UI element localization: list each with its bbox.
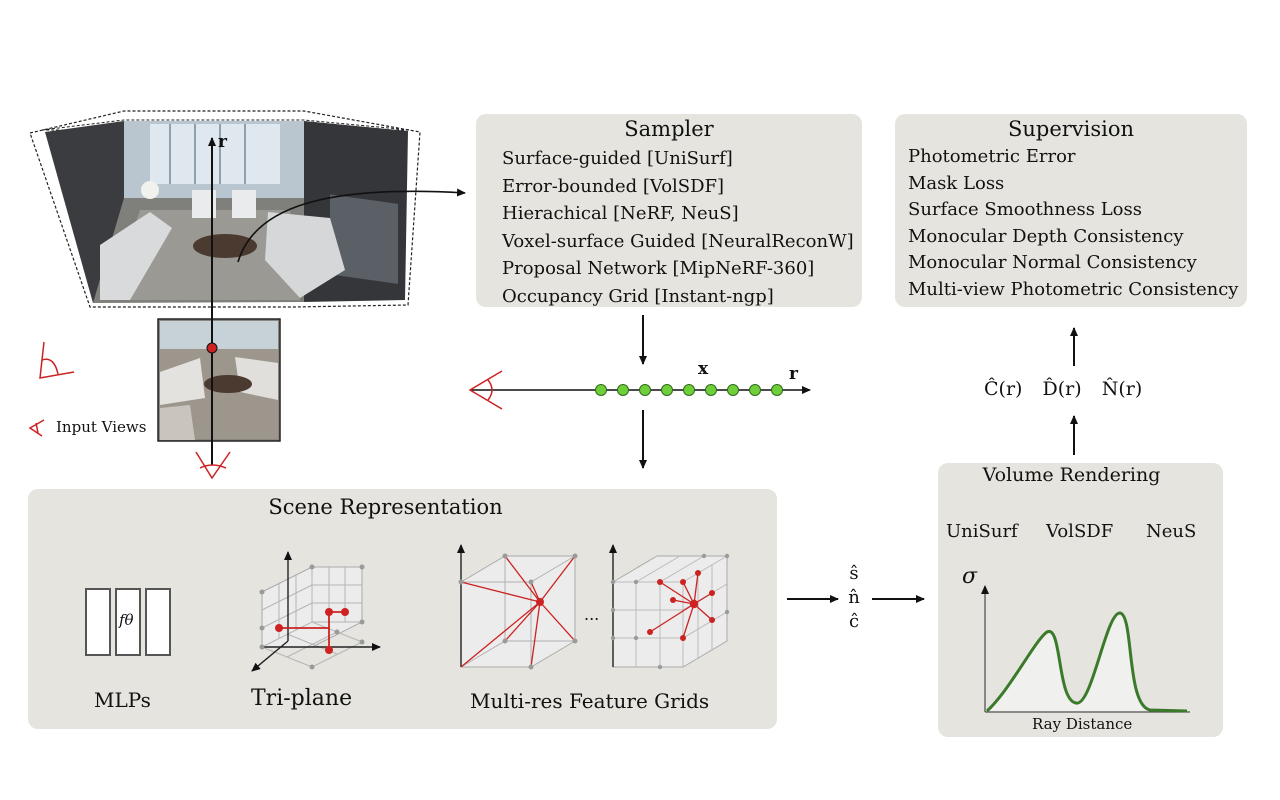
sample-point [595,384,607,396]
density-axis-label: σ [962,564,978,589]
sampler-item: Voxel-surface Guided [NeuralReconW] [502,230,854,252]
fine-feature-grid [609,544,730,670]
room-image [45,121,408,303]
supervision-title: Supervision [1007,117,1135,141]
output-color: Ĉ(r) [984,378,1023,400]
sample-point [661,384,673,396]
ray-eye-icon [468,370,503,410]
sample-point [771,384,783,396]
sample-point [749,384,761,396]
sampler-list: Surface-guided [UniSurf] Error-bounded [… [502,145,854,310]
method-unisurf: UniSurf [946,521,1018,542]
mlp-blocks [85,588,171,656]
ray-point-label: x [698,359,709,379]
supervision-item: Multi-view Photometric Consistency [908,278,1239,300]
ray-distance-label: Ray Distance [1032,715,1133,733]
sampler-item: Occupancy Grid [Instant-ngp] [502,285,774,307]
pixel-point [206,342,218,354]
triplane-label: Tri-plane [251,686,353,711]
sampler-panel: Sampler Surface-guided [UniSurf] Error-b… [476,114,862,307]
sampler-item: Hierachical [NeRF, NeuS] [502,203,739,224]
rendered-outputs: Ĉ(r) D̂(r) N̂(r) [984,378,1142,400]
sample-point [727,384,739,396]
output-depth: D̂(r) [1042,378,1082,400]
camera-eye-icon [195,451,231,480]
predictions-stack: ŝ n̂ ĉ [846,562,862,634]
prediction-sdf: ŝ [849,563,859,584]
ray-label: r [789,364,798,384]
prediction-color: ĉ [848,611,860,632]
sampler-item: Surface-guided [UniSurf] [502,148,733,169]
sample-point [705,384,717,396]
supervision-item: Mask Loss [908,172,1005,194]
room-to-sampler-arrow [237,188,466,263]
supervision-item: Monocular Normal Consistency [908,252,1197,274]
method-neus: NeuS [1146,521,1197,542]
output-normal: N̂(r) [1101,378,1143,400]
camera-left-icon [39,341,75,379]
mlp-function-label: fθ [119,611,134,629]
volume-title: Volume Rendering [982,464,1161,486]
sampler-item: Error-bounded [VolSDF] [502,175,725,197]
sampler-title: Sampler [624,117,714,141]
triplane-figure [251,551,381,672]
input-views-label: Input Views [56,418,147,436]
supervision-panel: Supervision Photometric Error Mask Loss … [895,114,1247,307]
supervision-item: Photometric Error [908,146,1076,167]
mlps-label: MLPs [94,688,151,712]
room-ray-label: r [218,132,227,152]
prediction-normal: n̂ [848,587,860,608]
density-curve [985,611,1188,713]
sample-point [639,384,651,396]
supervision-item: Monocular Depth Consistency [908,225,1184,247]
feature-grids-label: Multi-res Feature Grids [470,689,710,713]
sample-point [683,384,695,396]
coarse-feature-grid [457,544,578,670]
grid-ellipsis: ... [584,605,600,624]
ray-sample-points [595,384,783,396]
density-curve-fill [987,612,1187,711]
sample-point [617,384,629,396]
supervision-item: Surface Smoothness Loss [908,199,1142,221]
sampler-item: Proposal Network [MipNeRF-360] [502,258,815,279]
supervision-list: Photometric Error Mask Loss Surface Smoo… [908,144,1238,304]
method-volsdf: VolSDF [1046,521,1114,542]
input-views-camera-icon [28,419,45,437]
scene-title: Scene Representation [268,495,503,519]
room-frustum [29,110,421,308]
